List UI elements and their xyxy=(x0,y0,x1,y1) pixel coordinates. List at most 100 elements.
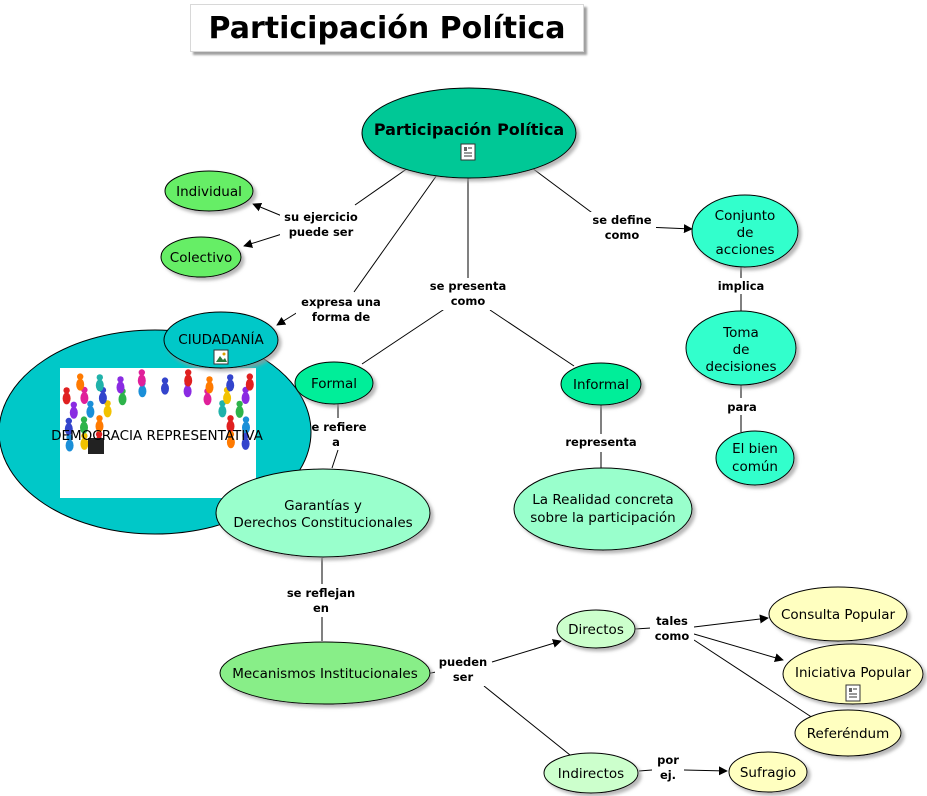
link-serefiere-garantias xyxy=(331,449,339,469)
document-icon[interactable] xyxy=(460,143,476,161)
page-title: Participación Política xyxy=(208,10,566,46)
node-individual[interactable]: Individual xyxy=(164,170,254,212)
pawn-body xyxy=(137,374,146,387)
indirectos-label: Indirectos xyxy=(558,766,624,782)
node-consulta[interactable]: Consulta Popular xyxy=(768,586,908,642)
link-label-representa: representa xyxy=(560,434,642,450)
pawn-body xyxy=(116,381,125,394)
node-toma[interactable]: Toma de decisiones xyxy=(685,310,797,386)
individual-label: Individual xyxy=(176,184,242,200)
pawn-head xyxy=(161,377,169,384)
pawn-body xyxy=(65,439,74,452)
link-label-porej: por ej. xyxy=(652,753,684,783)
document-icon[interactable] xyxy=(845,684,861,702)
expresa-line2: forma de xyxy=(312,310,371,324)
pawn-head xyxy=(117,376,124,383)
pawn-body xyxy=(138,385,147,398)
link-referendum xyxy=(693,639,814,719)
ciudadania-label: CIUDADANÍA xyxy=(178,331,264,348)
link-label-sepresenta: se presenta como xyxy=(426,278,510,310)
node-iniciativa[interactable]: Iniciativa Popular xyxy=(782,643,924,705)
implica-text: implica xyxy=(718,279,765,293)
root-label: Participación Política xyxy=(374,120,564,139)
node-referendum[interactable]: Referéndum xyxy=(794,709,902,757)
node-directos[interactable]: Directos xyxy=(556,609,636,649)
suejercicio-line1: su ejercicio xyxy=(284,210,358,224)
link-formal xyxy=(361,307,447,365)
pawn-head xyxy=(96,415,103,422)
informal-label: Informal xyxy=(573,377,629,393)
link-label-para: para xyxy=(727,399,757,415)
porej-line2: ej. xyxy=(660,768,676,782)
arrow-iniciativa xyxy=(693,633,784,663)
node-mecanismos[interactable]: Mecanismos Institucionales xyxy=(219,641,431,705)
iniciativa-label: Iniciativa Popular xyxy=(795,665,911,681)
title-box: Participación Política xyxy=(190,4,584,52)
link-label-serefiere: e refiere a xyxy=(311,420,366,449)
pawn-body xyxy=(98,392,107,405)
link-label-implica: implica xyxy=(712,278,770,294)
node-colectivo[interactable]: Colectivo xyxy=(160,236,242,278)
pawn-head xyxy=(242,432,249,440)
pawn-head xyxy=(206,376,213,383)
pawn-head xyxy=(246,373,253,380)
serefiere-line1: e refiere xyxy=(311,420,366,434)
sepresenta-line1: se presenta xyxy=(430,279,506,293)
node-conjunto[interactable]: Conjunto de acciones xyxy=(691,194,799,268)
expresa-line1: expresa una xyxy=(301,295,381,309)
sedefine-line2: como xyxy=(605,228,640,242)
node-ciudadania[interactable]: CIUDADANÍA xyxy=(163,311,279,369)
pawn-body xyxy=(80,437,89,450)
link-label-expresa: expresa una forma de xyxy=(296,293,386,325)
garantias-label-2: Derechos Constitucionales xyxy=(233,515,412,531)
node-root[interactable]: Participación Política xyxy=(361,87,577,179)
sereflejan-line2: en xyxy=(313,601,329,615)
pawn-head xyxy=(138,369,145,376)
node-garantias[interactable]: Garantías y Derechos Constitucionales xyxy=(215,468,431,558)
link-label-pueden: pueden ser xyxy=(435,654,491,686)
realidad-label-2: sobre la participación xyxy=(530,510,675,526)
pawn-body xyxy=(86,405,95,418)
arrow-ciudadania xyxy=(276,311,299,326)
pawn-head xyxy=(227,374,234,381)
link-directos-tales xyxy=(633,627,652,630)
pawn-head xyxy=(65,417,73,425)
directos-label: Directos xyxy=(568,622,624,638)
ballot-box xyxy=(88,438,104,454)
arrow-sufragio xyxy=(683,766,728,776)
node-formal[interactable]: Formal xyxy=(294,361,374,405)
pawn-body xyxy=(245,378,254,391)
pawn-body xyxy=(205,381,214,394)
node-bien[interactable]: El bien común xyxy=(715,430,795,486)
toma-label-1: Toma xyxy=(722,325,759,341)
pawn-head xyxy=(242,416,250,423)
node-informal[interactable]: Informal xyxy=(560,362,642,406)
pawn-head xyxy=(185,369,192,376)
node-sufragio[interactable]: Sufragio xyxy=(728,751,808,793)
garantias-label-1: Garantías y xyxy=(284,498,362,514)
pawn-body xyxy=(118,393,127,406)
link-informal xyxy=(489,309,575,367)
porej-line1: por xyxy=(657,753,679,767)
democracia-label: DEMOCRACIA REPRESENTATIVA xyxy=(51,428,264,444)
pawn-body xyxy=(62,392,71,405)
pawn-head xyxy=(96,374,104,381)
link-root-suejercicio xyxy=(354,167,409,206)
sereflejan-line1: se reflejan xyxy=(287,586,355,600)
pawn-body xyxy=(103,405,112,418)
pawn-head xyxy=(70,401,78,408)
tales-line2: como xyxy=(655,629,690,643)
pawn-head xyxy=(87,400,94,408)
image-icon[interactable] xyxy=(213,349,229,365)
link-label-sereflejan: se reflejan en xyxy=(281,585,361,617)
arrow-individual xyxy=(252,202,283,217)
node-indirectos[interactable]: Indirectos xyxy=(543,752,639,794)
representa-text: representa xyxy=(565,435,636,449)
toma-label-2: de xyxy=(733,342,750,358)
node-realidad[interactable]: La Realidad concreta sobre la participac… xyxy=(513,467,693,551)
pawn-head xyxy=(63,387,70,394)
pawn-body xyxy=(80,421,88,434)
toma-label-3: decisiones xyxy=(706,359,777,375)
referendum-label: Referéndum xyxy=(807,726,890,742)
